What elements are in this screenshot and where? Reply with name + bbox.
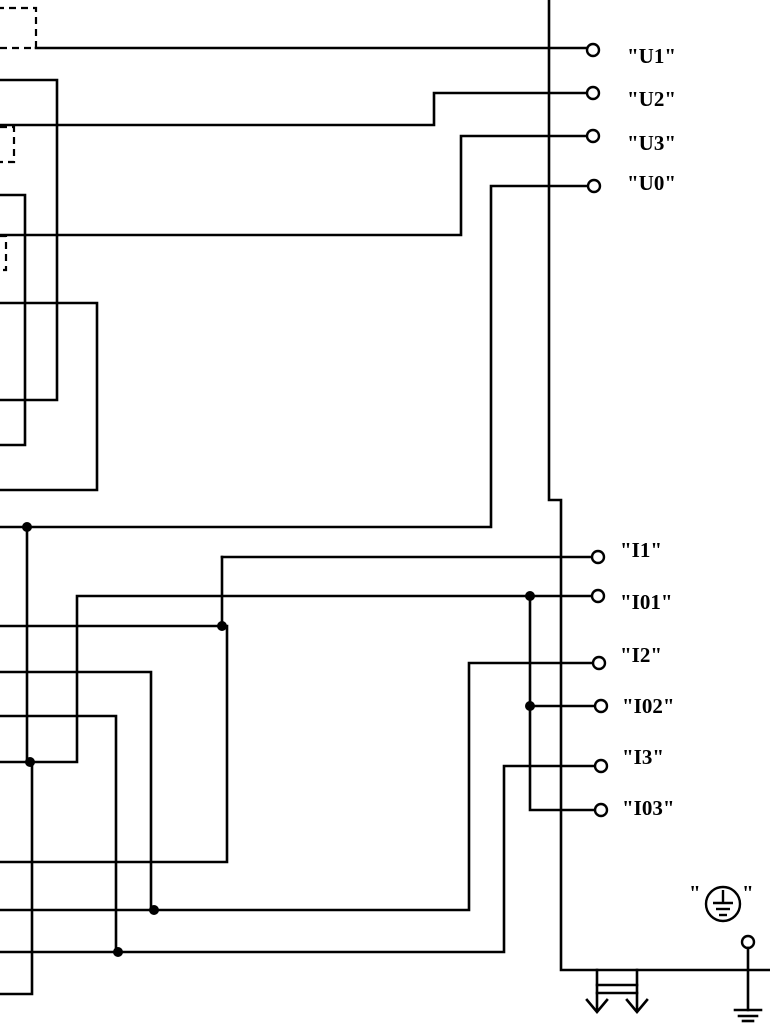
terminal-circle bbox=[593, 802, 609, 818]
junction-dot bbox=[525, 701, 535, 711]
terminal-u0: "U0" bbox=[586, 171, 676, 195]
terminal-i03: "I03" bbox=[593, 796, 675, 820]
terminal-i02: "I02" bbox=[593, 694, 675, 718]
junction-dots bbox=[22, 522, 535, 957]
junction-dot bbox=[25, 757, 35, 767]
terminal-label-i02: "I02" bbox=[622, 694, 675, 718]
terminal-label-u0: "U0" bbox=[627, 171, 676, 195]
terminal-circle bbox=[591, 655, 607, 671]
terminal-u3: "U3" bbox=[585, 128, 676, 155]
terminal-circle bbox=[593, 758, 609, 774]
terminal-circle bbox=[585, 128, 601, 144]
terminal-circle bbox=[593, 698, 609, 714]
terminal-circle bbox=[586, 178, 602, 194]
chassis-ground-icon bbox=[585, 968, 649, 1015]
protective-earth-label: " " bbox=[689, 881, 754, 923]
ground-open-quote: " bbox=[689, 881, 701, 905]
terminal-label-u1: "U1" bbox=[627, 44, 676, 68]
terminal-circle bbox=[590, 549, 606, 565]
terminal-label-i2: "I2" bbox=[620, 643, 662, 667]
current-wiring bbox=[0, 525, 603, 996]
terminal-label-u2: "U2" bbox=[627, 87, 676, 111]
junction-dot bbox=[113, 947, 123, 957]
junction-dot bbox=[525, 591, 535, 601]
terminal-i1: "I1" bbox=[590, 538, 662, 565]
junction-dot bbox=[22, 522, 32, 532]
terminal-i3: "I3" bbox=[593, 745, 664, 774]
terminal-u2: "U2" bbox=[585, 85, 676, 111]
terminal-circle bbox=[585, 42, 601, 58]
voltage-wiring bbox=[0, 6, 594, 529]
terminal-circle bbox=[590, 588, 606, 604]
terminal-label-i3: "I3" bbox=[622, 745, 664, 769]
junction-dot bbox=[217, 621, 227, 631]
terminal-label-u3: "U3" bbox=[627, 131, 676, 155]
ground-icon bbox=[733, 934, 763, 1023]
terminal-label-i03: "I03" bbox=[622, 796, 675, 820]
protective-earth-icon bbox=[704, 885, 742, 923]
terminal-label-i1: "I1" bbox=[620, 538, 662, 562]
junction-dot bbox=[149, 905, 159, 915]
ground-close-quote: " bbox=[742, 881, 754, 905]
terminal-i01: "I01" bbox=[590, 588, 673, 614]
terminal-circle bbox=[585, 85, 601, 101]
main-bus bbox=[547, 0, 770, 972]
terminal-i2: "I2" bbox=[591, 643, 662, 671]
terminal-u1: "U1" bbox=[585, 42, 676, 68]
terminal-label-i01: "I01" bbox=[620, 590, 673, 614]
